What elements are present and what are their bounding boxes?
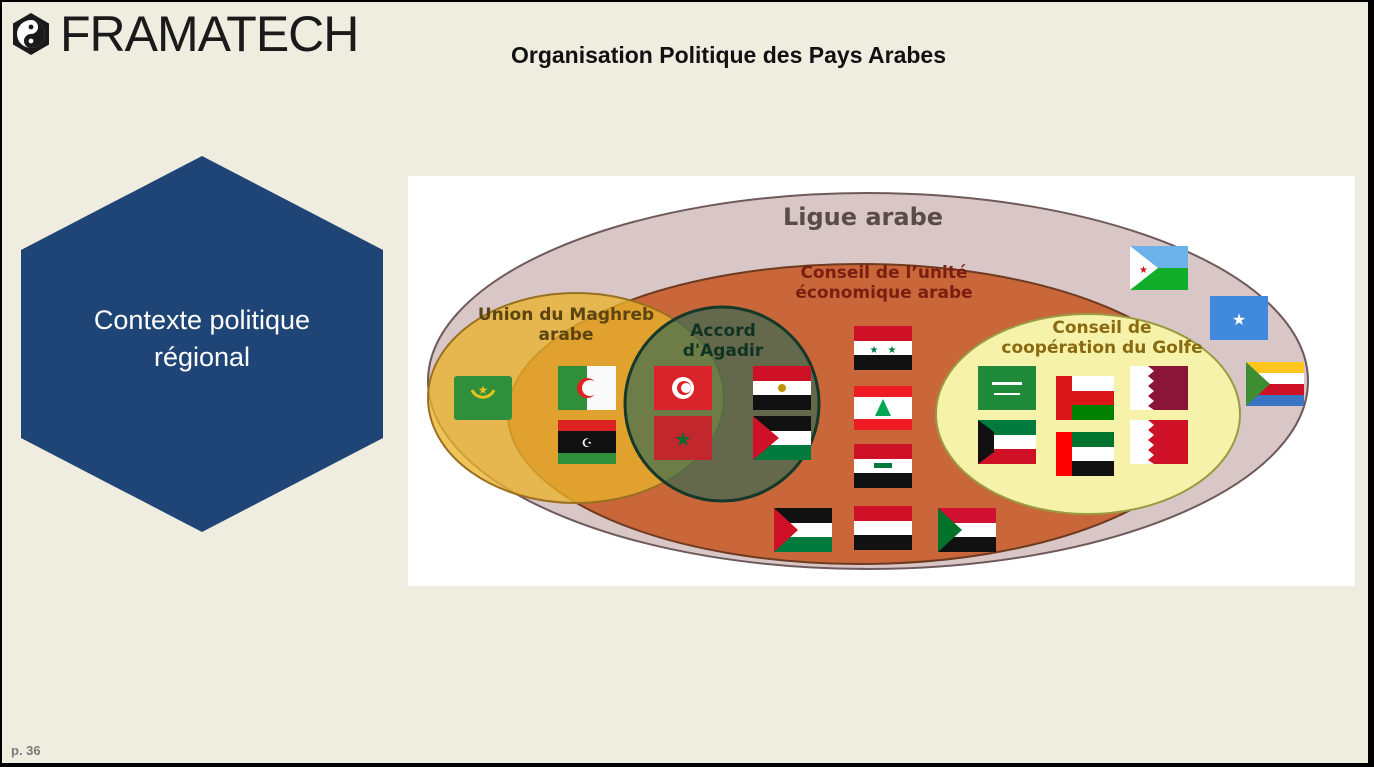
section-hexagon xyxy=(21,156,383,532)
oman-flag-icon xyxy=(1056,376,1114,420)
palestine-flag-icon xyxy=(774,508,832,552)
golfe-label-1: Conseil de xyxy=(1052,318,1151,338)
egypt-flag-icon xyxy=(753,366,811,410)
svg-text:★: ★ xyxy=(1232,310,1246,329)
sudan-flag-icon xyxy=(938,508,996,552)
maghreb-label-2: arabe xyxy=(538,325,593,345)
djibouti-flag-icon: ★ xyxy=(1130,246,1188,290)
kuwait-flag-icon xyxy=(978,420,1036,464)
iraq-flag-icon xyxy=(854,444,912,488)
conseil-unite-label-1: Conseil de l’unité xyxy=(800,263,967,283)
qatar-flag-icon xyxy=(1130,366,1188,410)
lebanon-flag-icon xyxy=(854,386,912,430)
framatech-logo: FRAMATECH xyxy=(8,6,359,62)
svg-text:☪: ☪ xyxy=(582,436,593,450)
morocco-flag-icon: ★ xyxy=(654,416,712,460)
comoros-flag-icon xyxy=(1246,362,1304,406)
mauritania-flag-icon: ★ xyxy=(454,376,512,420)
algeria-flag-icon xyxy=(558,366,616,410)
section-label-line1: Contexte politique xyxy=(93,305,311,335)
somalia-flag-icon: ★ xyxy=(1210,296,1268,340)
venn-diagram: Ligue arabe Conseil de l’unité économiqu… xyxy=(408,176,1355,586)
syria-flag-icon: ★★ xyxy=(854,326,912,370)
section-label-line2: régional xyxy=(153,342,251,372)
libya-flag-icon: ☪ xyxy=(558,420,616,464)
maghreb-label-1: Union du Maghreb xyxy=(478,305,654,325)
saudi-arabia-flag-icon xyxy=(978,366,1036,410)
tunisia-flag-icon xyxy=(654,366,712,410)
conseil-unite-label-2: économique arabe xyxy=(795,283,972,303)
svg-text:★: ★ xyxy=(1139,265,1148,276)
yin-yang-logo-icon xyxy=(13,13,49,55)
bahrain-flag-icon xyxy=(1130,420,1188,464)
svg-text:★: ★ xyxy=(478,383,489,397)
agadir-label-2: d'Agadir xyxy=(683,341,764,361)
svg-text:★: ★ xyxy=(870,345,879,356)
jordan-flag-icon xyxy=(753,416,811,460)
page-number: p. 36 xyxy=(11,743,41,758)
uae-flag-icon xyxy=(1056,432,1114,476)
golfe-label-2: coopération du Golfe xyxy=(1001,338,1202,358)
page-title: Organisation Politique des Pays Arabes xyxy=(511,42,947,68)
svg-text:★: ★ xyxy=(674,427,692,451)
agadir-label-1: Accord xyxy=(690,321,756,341)
yemen-flag-icon xyxy=(854,506,912,550)
svg-text:★: ★ xyxy=(888,345,897,356)
logo-text: FRAMATECH xyxy=(60,6,359,62)
section-label: Contexte politique régional xyxy=(21,302,383,376)
ligue-arabe-label: Ligue arabe xyxy=(783,203,943,231)
